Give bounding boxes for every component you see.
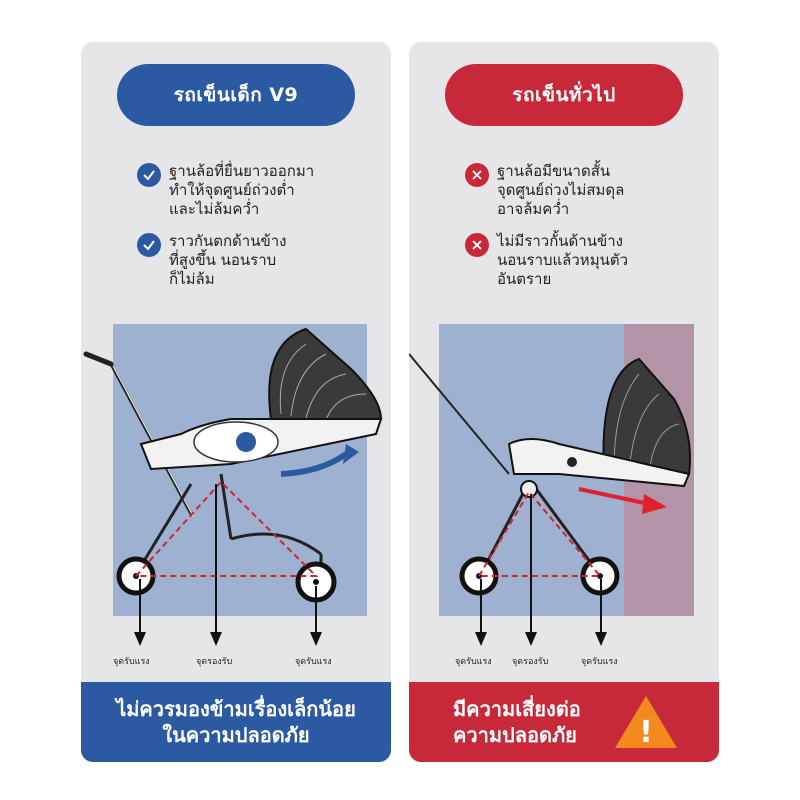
check-icon xyxy=(137,163,161,187)
conclusion-line-2: ในความปลอดภัย xyxy=(162,723,310,747)
v9-title-pill: รถเข็นเด็ก V9 xyxy=(117,64,355,126)
generic-title-pill: รถเข็นทั่วไป xyxy=(445,64,683,126)
check-icon xyxy=(137,233,161,257)
support-label-right: จุดรับแรง xyxy=(295,657,332,667)
feature-text: ฐานล้อมีขนาดสั้น จุดศูนย์ถ่วงไม่สมดุล อา… xyxy=(497,162,625,218)
x-icon xyxy=(465,163,489,187)
feature-text: ไม่มีราวกั้นด้านข้าง นอนราบแล้วหมุนตัว อ… xyxy=(497,232,628,288)
generic-stroller-panel: รถเข็นทั่วไป ฐานล้อมีขนาดสั้น จุดศูนย์ถ่… xyxy=(409,42,719,762)
feature-item: ไม่มีราวกั้นด้านข้าง นอนราบแล้วหมุนตัว อ… xyxy=(465,232,628,289)
feature-text: ฐานล้อที่ยื่นยาวออกมา ทำให้จุดศูนย์ถ่วงต… xyxy=(169,162,315,218)
support-label-center: จุดรองรับ xyxy=(512,657,549,667)
v9-stability-diagram: จุดรับแรง จุดรองรับ จุดรับแรง xyxy=(81,324,391,684)
x-icon xyxy=(465,233,489,257)
v9-stroller-illustration xyxy=(83,324,383,646)
support-label-right: จุดรับแรง xyxy=(581,657,618,667)
feature-item: ฐานล้อที่ยื่นยาวออกมา ทำให้จุดศูนย์ถ่วงต… xyxy=(137,162,314,219)
warning-symbol: ! xyxy=(639,715,653,750)
generic-stability-diagram: จุดรับแรง จุดรองรับ จุดรับแรง xyxy=(409,324,719,684)
warning-icon: ! xyxy=(615,696,677,750)
generic-stroller-illustration xyxy=(409,324,694,646)
support-label-center: จุดรองรับ xyxy=(196,657,233,667)
risk-text: มีความเสี่ยงต่อ ความปลอดภัย xyxy=(453,697,581,747)
support-label-left: จุดรับแรง xyxy=(113,657,150,667)
feature-item: ฐานล้อมีขนาดสั้น จุดศูนย์ถ่วงไม่สมดุล อา… xyxy=(465,162,624,219)
generic-conclusion-banner: มีความเสี่ยงต่อ ความปลอดภัย ! xyxy=(409,682,719,762)
v9-stroller-panel: รถเข็นเด็ก V9 ฐานล้อที่ยื่นยาวออกมา ทำให… xyxy=(81,42,391,762)
feature-text: ราวกันตกด้านข้าง ที่สูงขึ้น นอนราบ ก็ไม่… xyxy=(169,232,287,288)
v9-conclusion-banner: ไม่ควรมองข้ามเรื่องเล็กน้อย ในความปลอดภั… xyxy=(81,682,391,762)
feature-item: ราวกันตกด้านข้าง ที่สูงขึ้น นอนราบ ก็ไม่… xyxy=(137,232,286,289)
support-label-left: จุดรับแรง xyxy=(455,657,492,667)
conclusion-line-1: ไม่ควรมองข้ามเรื่องเล็กน้อย xyxy=(116,697,356,721)
